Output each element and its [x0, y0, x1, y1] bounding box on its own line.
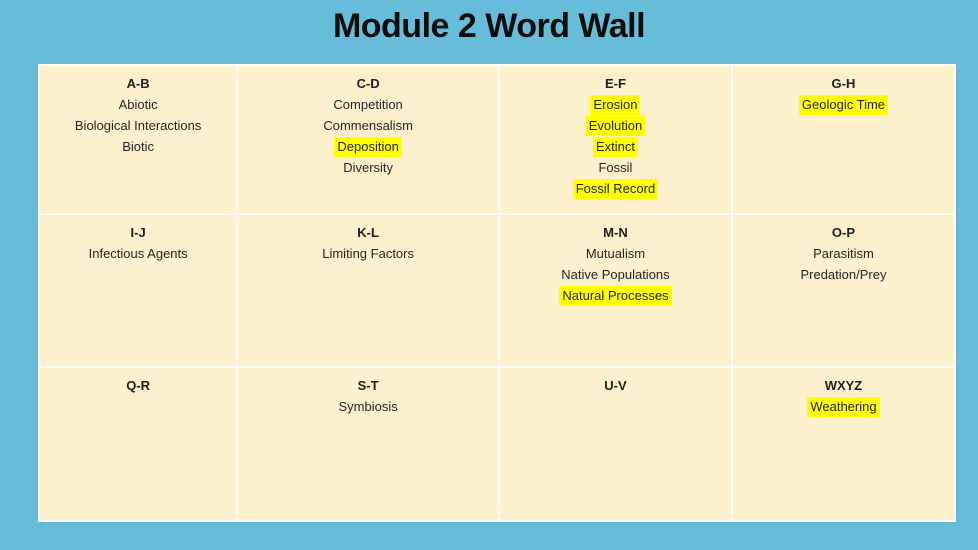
word: Predation/Prey [800, 267, 887, 283]
cell-header: K-L [357, 225, 379, 241]
word: Infectious Agents [88, 246, 188, 262]
word: Parasitism [813, 246, 874, 262]
cell-s-t: S-T Symbiosis [238, 368, 498, 520]
cell-g-h: G-H Geologic Time [732, 66, 954, 214]
page-title: Module 2 Word Wall [332, 7, 646, 45]
cell-header: U-V [604, 378, 627, 394]
cell-header: A-B [126, 76, 150, 91]
word: Extinct [500, 136, 731, 157]
word: Limiting Factors [322, 246, 414, 262]
cell-header: C-D [356, 76, 380, 91]
word: Fossil Record [500, 178, 731, 199]
cell-header: O-P [831, 225, 856, 241]
word: Symbiosis [338, 399, 398, 415]
word: Mutualism [585, 246, 646, 262]
word: Competition [333, 97, 403, 112]
word: Commensalism [323, 118, 413, 133]
word: Geologic Time [733, 94, 954, 115]
cell-m-n: M-N Mutualism Native Populations Natural… [499, 215, 731, 367]
cell-header: G-H [831, 76, 856, 91]
word: Fossil [598, 160, 633, 175]
cell-header: M-N [603, 225, 628, 241]
word: Erosion [500, 94, 731, 115]
cell-header: Q-R [126, 378, 151, 394]
cell-a-b: A-B Abiotic Biological Interactions Biot… [40, 66, 237, 214]
cell-header: S-T [357, 378, 379, 394]
cell-q-r: Q-R [40, 368, 237, 520]
word: Weathering [733, 396, 954, 418]
cell-wxyz: WXYZ Weathering [732, 368, 954, 520]
cell-header: I-J [130, 225, 146, 241]
cell-i-j: I-J Infectious Agents [40, 215, 237, 367]
word: Deposition [238, 136, 498, 157]
word: Abiotic [118, 97, 158, 112]
word-wall-table: A-B Abiotic Biological Interactions Biot… [38, 64, 956, 522]
cell-header: WXYZ [824, 378, 863, 394]
cell-o-p: O-P Parasitism Predation/Prey [732, 215, 954, 367]
word: Evolution [500, 115, 731, 136]
cell-k-l: K-L Limiting Factors [238, 215, 498, 367]
word: Biological Interactions [74, 118, 202, 133]
word: Biotic [122, 139, 155, 154]
cell-c-d: C-D Competition Commensalism Deposition … [238, 66, 498, 214]
word: Diversity [343, 160, 394, 175]
cell-e-f: E-F Erosion Evolution Extinct Fossil Fos… [499, 66, 731, 214]
word: Native Populations [561, 267, 670, 283]
cell-u-v: U-V [499, 368, 731, 520]
word: Natural Processes [500, 285, 731, 307]
cell-header: E-F [604, 76, 626, 91]
